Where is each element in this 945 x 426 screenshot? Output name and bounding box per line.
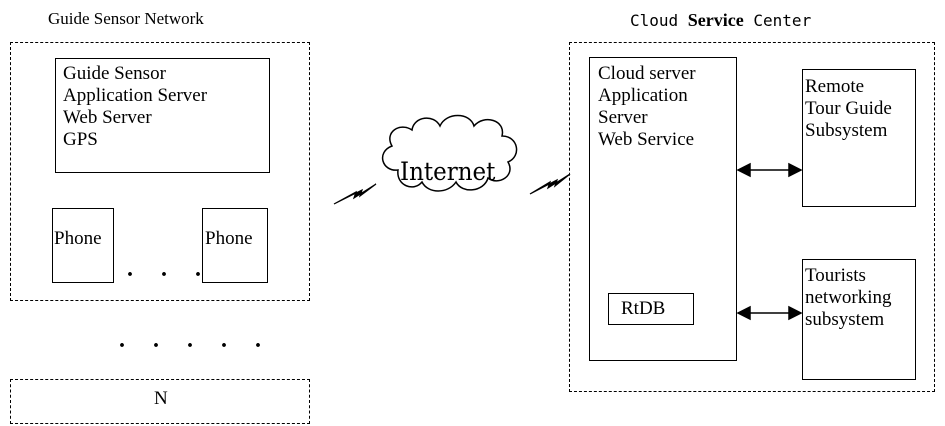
guide-sensor-network-title: Guide Sensor Network: [48, 9, 204, 28]
internet-label: Internet: [400, 157, 496, 186]
more-networks-ellipsis: · · · · ·: [118, 333, 273, 359]
guide-sensor-server-label: Guide Sensor Application Server Web Serv…: [63, 63, 208, 150]
cloud-title-part3: Center: [743, 11, 812, 30]
tourists-networking-box: Tourists networking subsystem: [802, 259, 916, 380]
rtdb-label: RtDB: [621, 298, 666, 319]
cloud-service-center-container: [569, 42, 935, 392]
cloud-title-part2: Service: [687, 10, 744, 30]
lightning-left-icon: [333, 183, 377, 205]
guide-sensor-server-box: Guide Sensor Application Server Web Serv…: [55, 58, 270, 173]
cloud-title-part1: Cloud: [630, 11, 688, 30]
network-n-label: N: [154, 388, 168, 409]
phone-box-1: Phone: [52, 208, 114, 283]
remote-tour-guide-label: Remote Tour Guide Subsystem: [805, 76, 892, 141]
phone-box-2: Phone: [202, 208, 268, 283]
double-arrow-tourists: [736, 305, 803, 321]
internet-cloud-icon: [381, 114, 518, 192]
tourists-networking-label: Tourists networking subsystem: [805, 265, 892, 330]
cloud-service-center-title: Cloud Service Center: [630, 10, 811, 31]
rtdb-box: RtDB: [608, 293, 694, 325]
guide-sensor-network-container: [10, 42, 310, 301]
phone-label-2: Phone: [205, 228, 253, 249]
double-arrow-remote: [736, 162, 803, 178]
phone-ellipsis: · · ·: [126, 262, 213, 288]
cloud-server-label: Cloud server Application Server Web Serv…: [598, 63, 696, 150]
phone-label-1: Phone: [54, 228, 102, 249]
remote-tour-guide-box: Remote Tour Guide Subsystem: [802, 69, 916, 207]
network-n-container: N: [10, 379, 310, 424]
lightning-right-icon: [529, 173, 571, 195]
